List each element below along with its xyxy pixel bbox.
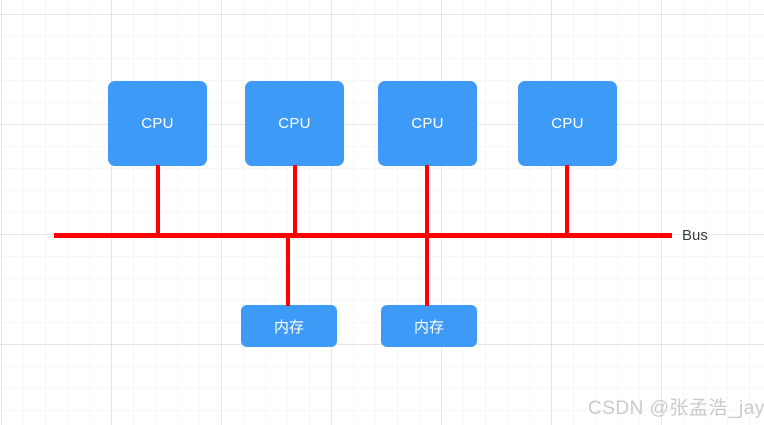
memory-node-1[interactable]: 内存: [241, 305, 337, 347]
cpu-node-1-label: CPU: [141, 115, 174, 132]
cpu-node-3[interactable]: CPU: [378, 81, 477, 166]
memory-node-1-label: 内存: [273, 318, 304, 336]
connector-cpu-2-to-bus: [293, 165, 297, 237]
connector-bus-to-memory-1: [286, 236, 290, 306]
memory-node-2[interactable]: 内存: [381, 305, 477, 347]
cpu-node-2-label: CPU: [278, 115, 311, 132]
connector-cpu-1-to-bus: [156, 165, 160, 237]
cpu-node-1[interactable]: CPU: [108, 81, 207, 166]
connector-cpu-3-to-bus: [425, 165, 429, 237]
connector-bus-to-memory-2: [425, 236, 429, 306]
cpu-node-2[interactable]: CPU: [245, 81, 344, 166]
connector-cpu-4-to-bus: [565, 165, 569, 237]
cpu-node-4-label: CPU: [551, 115, 584, 132]
cpu-node-3-label: CPU: [411, 115, 444, 132]
bus-line: [54, 233, 672, 238]
bus-label: Bus: [682, 227, 708, 244]
memory-node-2-label: 内存: [413, 318, 444, 336]
watermark: CSDN @张孟浩_jay: [588, 398, 764, 419]
cpu-node-4[interactable]: CPU: [518, 81, 617, 166]
